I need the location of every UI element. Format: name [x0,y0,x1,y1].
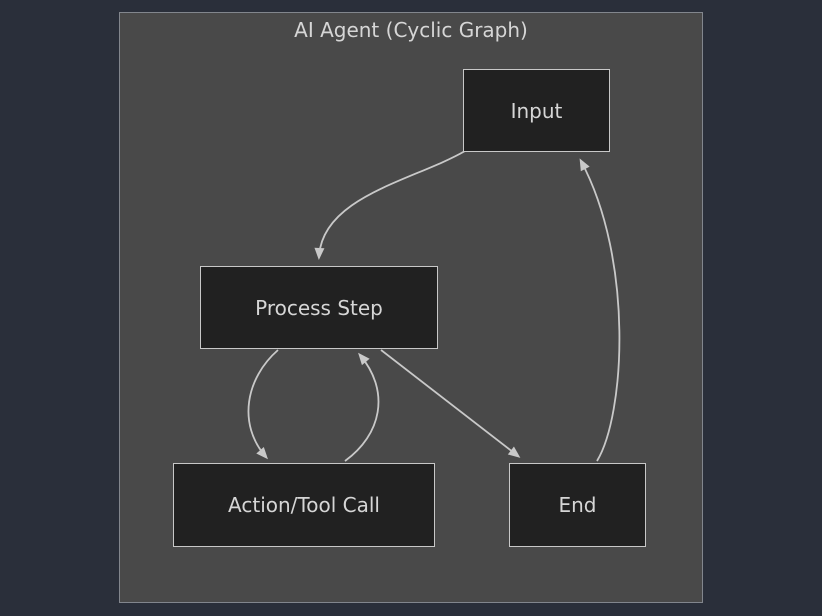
node-label: Input [510,98,563,123]
node-end: End [509,463,646,547]
diagram-title: AI Agent (Cyclic Graph) [294,18,528,42]
node-label: End [558,493,597,517]
node-input: Input [463,69,610,152]
node-label: Action/Tool Call [228,493,380,517]
node-action: Action/Tool Call [173,463,435,547]
node-process: Process Step [200,266,438,349]
node-label: Process Step [255,295,383,320]
